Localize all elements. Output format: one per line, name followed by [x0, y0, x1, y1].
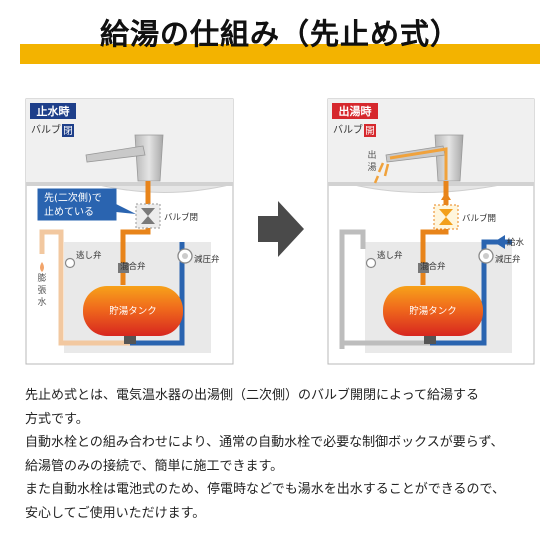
supply-label: 給水	[507, 237, 525, 248]
title-underline-bar	[20, 44, 540, 64]
relief-valve-icon	[365, 257, 377, 269]
callout-line2: 止めている	[44, 206, 94, 218]
relief-valve-label: 逃し弁	[377, 250, 403, 261]
expansion-char-2: 張	[37, 285, 46, 296]
relief-valve-label: 逃し弁	[76, 250, 102, 261]
callout-line1: 先(二次側)で	[44, 191, 102, 204]
hot-water-diagram: 止水時 バルブ 閉 先(二次側)で 止めている バルブ閉 逃し弁 混合弁 減圧弁…	[25, 98, 535, 365]
mixing-valve-icon	[118, 263, 129, 273]
description: 先止め式とは、電気温水器の出湯側（二次側）のバルブ開閉によって給湯する 方式です…	[25, 384, 545, 525]
storage-tank	[83, 286, 183, 336]
counter-top	[26, 182, 233, 186]
description-line: 方式です。	[25, 411, 89, 427]
pressure-valve-label: 減圧弁	[194, 254, 220, 265]
page-title: 給湯の仕組み（先止め式）	[99, 17, 460, 51]
mixing-valve-label: 混合弁	[120, 261, 146, 272]
valve-state-badge: 閉	[63, 126, 73, 137]
faucet	[85, 134, 164, 182]
hot-water-outflow	[373, 162, 390, 184]
mixing-valve-label: 混合弁	[420, 261, 446, 272]
header: 給湯の仕組み（先止め式）	[0, 0, 560, 72]
description-line: 安心してご使用いただけます。	[25, 505, 206, 521]
valve-state-badge: 開	[365, 126, 375, 137]
state-label: 止水時	[37, 104, 70, 118]
cold-water-pipe	[130, 242, 185, 346]
flow-up-arrow-icon	[441, 192, 451, 200]
expansion-char-3: 水	[37, 296, 46, 308]
relief-pipe	[339, 229, 366, 349]
callout: 先(二次側)で 止めている	[37, 188, 136, 221]
relief-drain-pipe	[58, 249, 130, 346]
expansion-char-1: 膨	[37, 272, 46, 284]
supply-arrow-icon	[494, 235, 505, 249]
transition-arrow-icon	[258, 201, 304, 257]
relief-valve-icon	[64, 257, 76, 269]
pressure-valve-label: 減圧弁	[495, 254, 521, 265]
description-line: 給湯管のみの接続で、簡単に施工できます。	[25, 458, 284, 474]
counter-top	[328, 182, 534, 186]
tank-outlet	[124, 336, 136, 344]
storage-tank	[383, 286, 483, 336]
tank-label: 貯湯タンク	[109, 305, 157, 317]
description-line: また自動水栓は電池式のため、停電時などでも湯水を出水することができるので、	[25, 482, 505, 497]
valve-label: バルブ	[31, 123, 61, 136]
outlet-char-1: 出	[367, 149, 376, 161]
open-valve-icon	[439, 209, 453, 225]
closed-valve-icon	[141, 208, 155, 224]
mixing-valve-icon	[418, 263, 429, 273]
description-line: 先止め式とは、電気温水器の出湯側（二次側）のバルブ開閉によって給湯する	[25, 388, 479, 403]
expansion-pipe	[39, 229, 64, 254]
state-tag	[332, 103, 378, 119]
faucet	[385, 134, 464, 182]
drip-icon	[40, 262, 44, 272]
outlet-char-2: 湯	[367, 162, 376, 173]
tank-outlet	[424, 336, 436, 344]
valve-name-label: バルブ閉	[164, 212, 198, 223]
valve-name-label: バルブ開	[462, 213, 496, 224]
panel-stop: 止水時 バルブ 閉 先(二次側)で 止めている バルブ閉 逃し弁 混合弁 減圧弁…	[25, 98, 234, 365]
state-label: 出湯時	[339, 104, 372, 118]
panel-open: 出湯時 バルブ 開 出 湯 バルブ開 給水 逃し弁 混合弁 減圧弁 貯湯タンク	[327, 98, 535, 365]
tank-label: 貯湯タンク	[409, 305, 457, 317]
description-line: 自動水栓との組み合わせにより、通常の自動水栓で必要な制御ボックスが要らず、	[25, 435, 504, 450]
state-tag	[30, 103, 76, 119]
valve-label: バルブ	[333, 123, 363, 136]
